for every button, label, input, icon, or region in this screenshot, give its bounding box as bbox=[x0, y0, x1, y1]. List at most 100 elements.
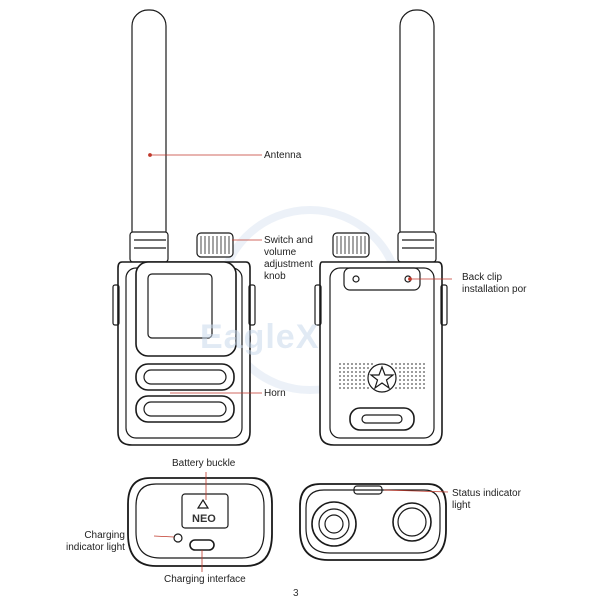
top-status-light bbox=[353, 485, 383, 495]
speaker-dot bbox=[343, 371, 345, 373]
watermark-text: EagleX bbox=[200, 318, 320, 356]
speaker-dot bbox=[391, 363, 393, 365]
top-body bbox=[299, 483, 447, 561]
speaker-dot bbox=[351, 371, 353, 373]
speaker-dot bbox=[355, 375, 357, 377]
speaker-dot bbox=[419, 387, 421, 389]
speaker-dot bbox=[343, 363, 345, 365]
front-screen bbox=[147, 273, 213, 339]
speaker-dot bbox=[415, 379, 417, 381]
back-antenna-base bbox=[397, 231, 437, 263]
back-star-logo bbox=[369, 365, 395, 390]
speaker-dot bbox=[411, 367, 413, 369]
front-horn-grille-2-inner bbox=[143, 401, 227, 417]
speaker-dot bbox=[359, 367, 361, 369]
speaker-dot bbox=[343, 379, 345, 381]
bottom-battery-latch bbox=[181, 493, 229, 529]
speaker-dot bbox=[419, 379, 421, 381]
label-charging-interface: Charging interface bbox=[164, 574, 246, 585]
speaker-dot bbox=[367, 367, 369, 369]
speaker-dot bbox=[355, 367, 357, 369]
speaker-dot bbox=[403, 383, 405, 385]
speaker-dot bbox=[403, 379, 405, 381]
speaker-dot bbox=[339, 371, 341, 373]
bottom-view: NEO bbox=[127, 477, 273, 567]
speaker-dot bbox=[423, 363, 425, 365]
speaker-dot bbox=[407, 363, 409, 365]
speaker-dot bbox=[415, 367, 417, 369]
speaker-dot bbox=[407, 379, 409, 381]
speaker-dot bbox=[419, 367, 421, 369]
speaker-dot bbox=[347, 383, 349, 385]
speaker-dot bbox=[415, 375, 417, 377]
speaker-dot bbox=[399, 379, 401, 381]
speaker-dot bbox=[399, 387, 401, 389]
speaker-dot bbox=[343, 367, 345, 369]
speaker-dot bbox=[423, 375, 425, 377]
speaker-dot bbox=[407, 371, 409, 373]
front-antenna-base bbox=[129, 231, 169, 263]
label-charging-light: Charging indicator light bbox=[66, 530, 125, 553]
speaker-dot bbox=[363, 383, 365, 385]
label-horn: Horn bbox=[264, 388, 286, 399]
bottom-body-inner bbox=[135, 483, 265, 559]
speaker-dot bbox=[419, 363, 421, 365]
speaker-dot bbox=[399, 383, 401, 385]
speaker-dot bbox=[411, 375, 413, 377]
speaker-dot bbox=[395, 363, 397, 365]
speaker-dot bbox=[347, 375, 349, 377]
top-view bbox=[299, 483, 447, 561]
speaker-dot bbox=[403, 387, 405, 389]
speaker-dot bbox=[399, 375, 401, 377]
front-view bbox=[112, 9, 256, 446]
speaker-dot bbox=[339, 379, 341, 381]
speaker-dot bbox=[339, 367, 341, 369]
speaker-dot bbox=[359, 387, 361, 389]
speaker-dot bbox=[415, 371, 417, 373]
speaker-dot bbox=[411, 383, 413, 385]
front-horn-grille-1-inner bbox=[143, 369, 227, 385]
speaker-dot bbox=[403, 371, 405, 373]
back-clip-screw-left bbox=[352, 275, 360, 283]
speaker-dot bbox=[415, 363, 417, 365]
back-side-key-left bbox=[314, 284, 322, 326]
speaker-dot bbox=[343, 387, 345, 389]
bottom-body bbox=[127, 477, 273, 567]
speaker-dot bbox=[363, 379, 365, 381]
speaker-dot bbox=[363, 371, 365, 373]
speaker-dot bbox=[419, 371, 421, 373]
label-battery-buckle: Battery buckle bbox=[172, 458, 236, 469]
front-horn-grille-2 bbox=[135, 395, 235, 423]
back-battery-release bbox=[349, 407, 415, 431]
speaker-dot bbox=[355, 371, 357, 373]
back-knob-ridges bbox=[336, 236, 366, 254]
speaker-dot bbox=[359, 371, 361, 373]
back-speaker-dots bbox=[339, 363, 425, 389]
back-knob bbox=[332, 232, 370, 258]
front-knob-ridges bbox=[200, 236, 230, 254]
speaker-dot bbox=[339, 387, 341, 389]
speaker-dot bbox=[407, 387, 409, 389]
speaker-dot bbox=[423, 387, 425, 389]
leader-status-light bbox=[383, 489, 449, 493]
speaker-dot bbox=[355, 363, 357, 365]
speaker-dot bbox=[423, 371, 425, 373]
label-knob: Switch and volume adjustment knob bbox=[264, 235, 313, 282]
front-side-key-left bbox=[112, 284, 120, 326]
speaker-dot bbox=[359, 375, 361, 377]
top-body-inner bbox=[305, 489, 441, 554]
speaker-dot bbox=[403, 363, 405, 365]
speaker-dot bbox=[351, 367, 353, 369]
speaker-dot bbox=[423, 379, 425, 381]
top-knob-ring bbox=[318, 508, 350, 540]
back-star-logo-ring bbox=[367, 363, 397, 393]
bottom-charging-light bbox=[173, 533, 183, 543]
speaker-dot bbox=[355, 383, 357, 385]
label-status-light: Status indicator light bbox=[452, 488, 521, 511]
speaker-dot bbox=[419, 383, 421, 385]
speaker-dot bbox=[347, 387, 349, 389]
speaker-dot bbox=[415, 387, 417, 389]
speaker-dot bbox=[411, 379, 413, 381]
front-knob bbox=[196, 232, 234, 258]
